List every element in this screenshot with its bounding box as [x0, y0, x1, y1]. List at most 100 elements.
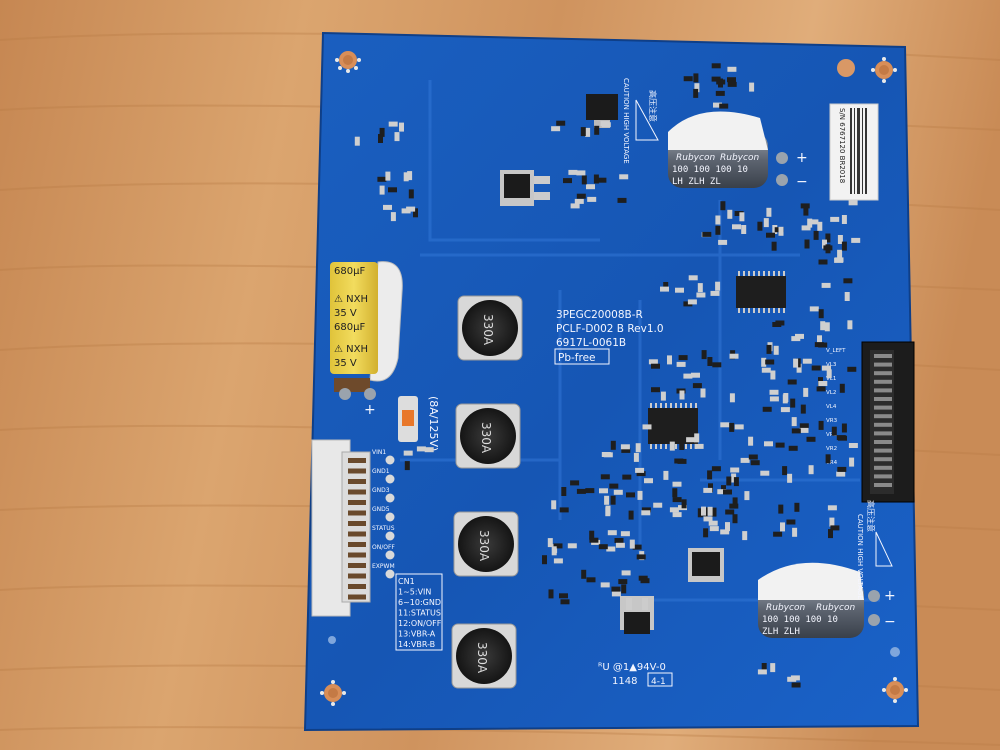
smd-part: [561, 487, 567, 496]
smd-part: [766, 207, 772, 217]
rubycon-capacitor-top: Rubycon Rubycon 100 100 100 10 LH ZLH ZL…: [668, 111, 808, 190]
smd-part: [769, 396, 779, 402]
smd-part: [804, 239, 810, 249]
polarity-plus: +: [884, 588, 896, 604]
smd-part: [693, 73, 699, 83]
smd-part: [796, 363, 802, 373]
connector-pin: [874, 354, 892, 358]
cap-label: ⚠ NXH: [334, 294, 368, 305]
smd-part: [632, 544, 642, 550]
smd-part: [782, 466, 788, 476]
smd-part: [399, 122, 404, 132]
smd-part: [802, 358, 812, 364]
smd-part: [587, 196, 597, 202]
smd-part: [620, 531, 630, 537]
smd-part: [764, 441, 773, 447]
legend-line: 6~10:GND: [398, 598, 441, 607]
smd-part: [403, 172, 409, 182]
connector-pin: [874, 457, 892, 462]
smd-part: [703, 487, 713, 493]
smd-part: [667, 355, 672, 365]
smd-part: [665, 426, 671, 436]
smd-part: [732, 224, 741, 230]
connector-pin-label: GND3: [372, 487, 390, 494]
smd-part: [762, 406, 772, 412]
smd-part: [782, 394, 788, 404]
polarity-plus: +: [796, 150, 808, 166]
smd-part: [748, 436, 754, 446]
smd-part: [818, 381, 828, 386]
inductor-label: 330A: [477, 530, 491, 562]
smd-part: [379, 185, 385, 195]
smd-part: [622, 474, 632, 480]
cap-series: LH ZLH ZL: [672, 177, 721, 187]
smd-part: [837, 249, 843, 259]
smd-part: [581, 175, 587, 185]
smd-part: [711, 76, 721, 82]
inductor: 330A: [455, 403, 521, 469]
smd-part: [744, 491, 750, 501]
smd-part: [551, 500, 557, 510]
smd-part: [394, 132, 400, 142]
smd-part: [653, 502, 663, 508]
smd-part: [697, 508, 703, 518]
smd-part: [765, 359, 775, 365]
mount-hole-icon: [882, 677, 908, 703]
smd-part: [711, 507, 717, 517]
smd-part: [729, 503, 739, 509]
connector-pin: [874, 448, 892, 453]
inductor: 330A: [453, 511, 519, 577]
smd-part: [771, 241, 777, 251]
smd-part: [611, 586, 621, 592]
smd-part: [601, 122, 611, 128]
connector-pin-label: ON/OFF: [372, 544, 395, 551]
smd-part: [651, 387, 660, 393]
smd-part: [799, 427, 809, 433]
smd-part: [786, 519, 796, 525]
smd-part: [559, 507, 569, 513]
smd-part: [703, 516, 713, 522]
smd-part: [817, 335, 822, 345]
smd-part: [709, 526, 719, 532]
smd-part: [848, 443, 858, 448]
test-pad: [385, 569, 395, 579]
smd-part: [715, 215, 721, 225]
smd-part: [818, 309, 824, 319]
smd-part: [729, 353, 739, 359]
smd-part: [851, 237, 861, 243]
smd-part: [674, 458, 684, 464]
smd-part: [567, 543, 577, 549]
cap-spec: 100 100 100 10: [672, 165, 748, 175]
smd-part: [816, 386, 826, 392]
smd-part: [741, 225, 747, 234]
smd-part: [675, 287, 684, 293]
smd-part: [581, 569, 587, 579]
smd-part: [636, 471, 646, 477]
smd-part: [726, 476, 732, 486]
output-pin-label: VL2: [826, 390, 836, 396]
smd-part: [605, 505, 611, 515]
smd-part: [734, 424, 744, 430]
connector-pin: [874, 371, 892, 376]
date-code: 1148: [612, 676, 637, 687]
smd-part: [818, 342, 828, 348]
smd-part: [763, 218, 769, 228]
smd-part: [839, 383, 845, 393]
smd-part: [750, 460, 760, 466]
test-pad: [385, 512, 395, 522]
smd-part: [620, 444, 630, 450]
smd-part: [619, 174, 629, 180]
smd-part: [586, 184, 595, 190]
smd-part: [787, 473, 793, 483]
smd-part: [408, 189, 414, 199]
smd-part: [843, 278, 853, 284]
smd-part: [683, 76, 693, 82]
smd-part: [678, 355, 688, 361]
smd-part: [813, 230, 819, 240]
smd-part: [406, 206, 416, 212]
smd-part: [849, 457, 855, 467]
output-pin-label: VL1: [826, 376, 836, 382]
warning-triangle-icon: [635, 99, 659, 141]
